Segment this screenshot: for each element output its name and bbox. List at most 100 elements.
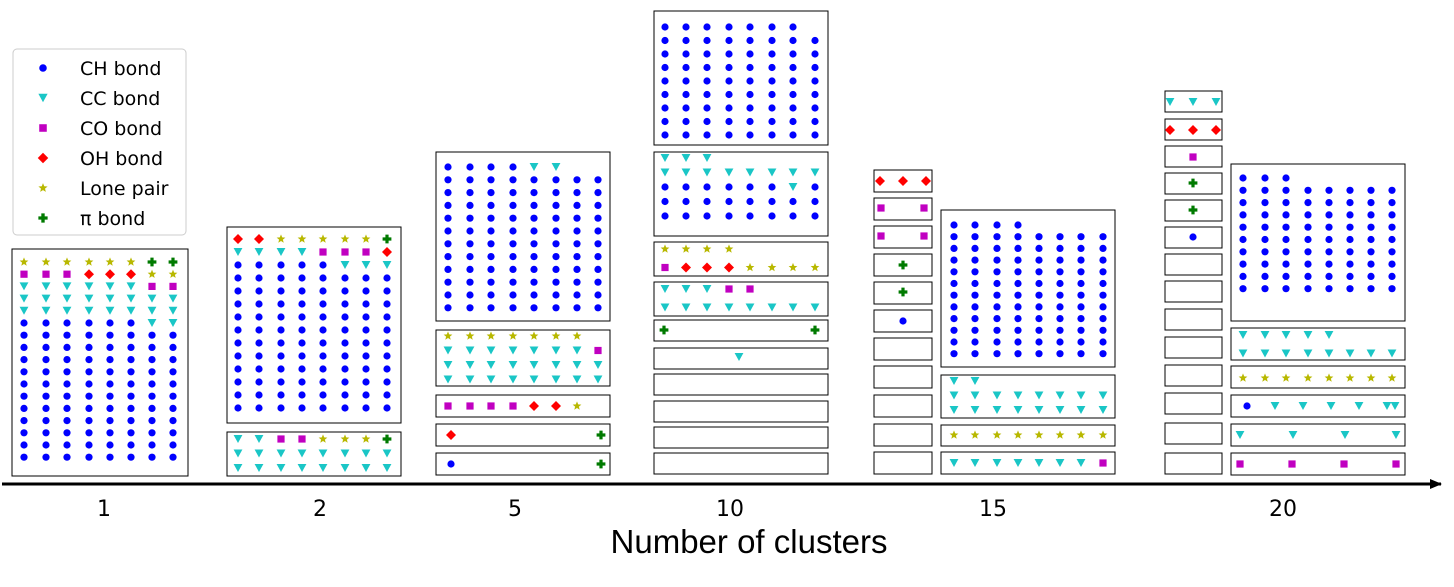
ch-marker	[552, 240, 560, 248]
legend-frame	[12, 48, 187, 236]
ch-marker	[682, 77, 690, 85]
cc-marker	[105, 282, 115, 291]
ch-marker	[661, 183, 669, 191]
oh-marker	[681, 262, 691, 273]
lp-marker	[41, 257, 51, 266]
ch-marker	[444, 227, 452, 235]
ch-marker	[768, 104, 776, 112]
ch-marker	[1077, 303, 1085, 311]
cc-marker	[41, 282, 51, 291]
ch-marker	[530, 278, 538, 286]
ch-marker	[1304, 223, 1312, 231]
ch-marker	[1099, 279, 1107, 288]
cc-marker	[1013, 391, 1023, 400]
lp-marker	[1055, 430, 1065, 439]
cc-marker	[508, 361, 518, 369]
co-marker	[1099, 459, 1107, 467]
ch-marker	[1304, 285, 1312, 293]
ch-marker	[509, 163, 517, 171]
ch-marker	[1099, 326, 1107, 334]
ch-marker	[552, 304, 560, 312]
ch-marker	[1388, 285, 1396, 293]
ch-marker	[682, 104, 690, 112]
ch-marker	[1304, 186, 1312, 194]
ch-marker	[1099, 244, 1107, 252]
ch-marker	[1261, 285, 1269, 293]
ch-marker	[169, 441, 177, 449]
lp-marker	[1303, 373, 1313, 382]
co-marker	[42, 270, 50, 278]
ch-marker	[768, 131, 776, 139]
ch-marker	[746, 63, 754, 72]
ch-marker	[234, 300, 242, 308]
ch-marker	[169, 429, 177, 437]
ch-marker	[1282, 211, 1290, 219]
ch-marker	[1239, 174, 1247, 182]
cc-marker	[970, 406, 980, 414]
ch-marker	[1261, 211, 1269, 219]
ch-marker	[447, 460, 455, 468]
ch-marker	[682, 63, 690, 72]
ch-marker	[1077, 350, 1085, 358]
pi-marker	[659, 325, 669, 335]
ch-marker	[341, 365, 349, 373]
cc-marker	[382, 464, 392, 472]
ch-marker	[789, 212, 797, 220]
ch-marker	[1346, 223, 1354, 231]
ch-marker	[509, 214, 517, 222]
ch-marker	[1367, 285, 1375, 293]
ch-marker	[993, 291, 1001, 299]
ch-marker	[234, 287, 242, 295]
ch-marker	[1261, 260, 1269, 268]
ch-marker	[811, 36, 819, 45]
ch-marker	[20, 331, 28, 339]
cluster-box	[1164, 253, 1223, 276]
ch-marker	[466, 176, 474, 184]
ch-marker	[768, 36, 776, 45]
ch-marker	[509, 189, 517, 197]
ch-marker	[487, 201, 495, 209]
ch-marker	[594, 201, 602, 209]
ch-marker	[594, 291, 602, 299]
cluster-box	[873, 337, 933, 361]
ch-marker	[573, 189, 581, 197]
cc-marker	[810, 168, 820, 177]
lp-marker	[1366, 373, 1376, 382]
cc-marker	[1303, 349, 1313, 358]
cc-marker	[660, 285, 670, 293]
ch-marker	[993, 256, 1001, 264]
oh-marker	[551, 401, 561, 411]
ch-marker	[661, 50, 669, 58]
ch-marker	[20, 368, 28, 376]
ch-marker	[661, 63, 669, 72]
cc-marker	[41, 294, 51, 303]
cc-marker	[734, 353, 744, 361]
ch-marker	[383, 339, 391, 347]
cc-marker	[660, 154, 670, 162]
cluster-box	[226, 431, 402, 477]
ch-marker	[20, 319, 28, 327]
ch-marker	[811, 77, 819, 85]
ch-marker	[1282, 272, 1290, 280]
cc-marker	[1034, 391, 1044, 400]
cc-marker	[1324, 331, 1334, 339]
ch-marker	[993, 221, 1001, 229]
ch-marker	[362, 404, 370, 412]
lp-marker	[465, 331, 475, 340]
lp-marker	[297, 234, 307, 243]
ch-marker	[298, 365, 306, 373]
cc-marker	[992, 406, 1002, 414]
ch-marker	[971, 338, 979, 346]
ch-marker	[682, 90, 690, 99]
pi-marker	[898, 287, 908, 297]
ch-marker	[971, 326, 979, 334]
ch-marker	[703, 23, 711, 31]
ch-marker	[1056, 244, 1064, 252]
ch-marker	[1367, 260, 1375, 268]
ch-marker	[169, 453, 177, 461]
ch-marker	[383, 404, 391, 412]
ch-marker	[169, 392, 177, 400]
cc-marker	[810, 303, 820, 312]
x-tick-label: 15	[979, 497, 1007, 522]
cluster-box	[11, 248, 189, 477]
